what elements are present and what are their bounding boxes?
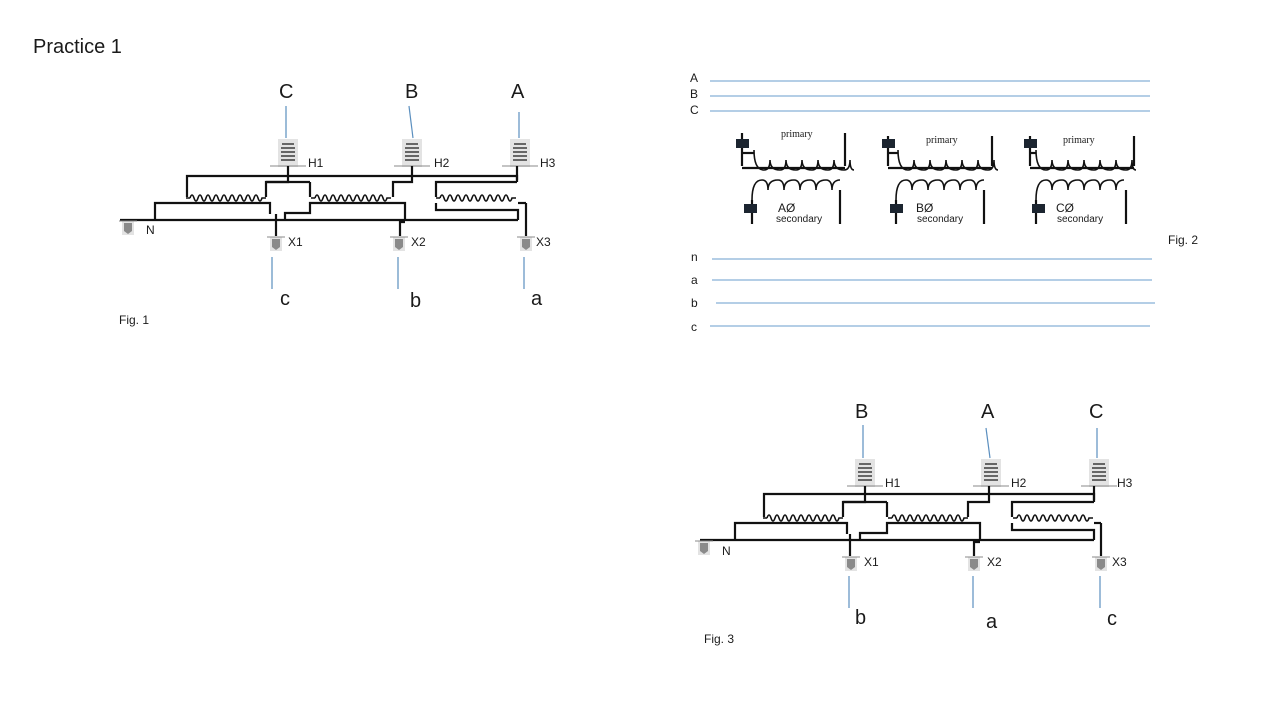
fig2-phase-label-b: BØ <box>916 201 933 215</box>
fig1-h1-label: H1 <box>308 156 324 170</box>
fig1-line-label-3: A <box>511 81 525 103</box>
fig2-bus-label-a: A <box>690 71 698 85</box>
fig3-line-label-2: A <box>981 401 995 423</box>
fig3-h3-bushing-icon <box>1080 458 1118 488</box>
fig2-secondary-label-b: secondary <box>917 214 963 225</box>
fig1-h2-bushing-icon <box>393 138 431 168</box>
fig1-x3-label: X3 <box>536 235 551 249</box>
fig3-h2-label: H2 <box>1011 476 1027 490</box>
fig1-x2-label: X2 <box>411 235 426 249</box>
fig1-line-label-2: B <box>405 81 418 103</box>
fig1-h3-label: H3 <box>540 156 556 170</box>
fig3-x1-bushing-icon <box>841 556 861 572</box>
fig3-h1-bushing-icon <box>846 458 884 488</box>
fig1-x1-bushing-icon <box>266 236 286 252</box>
fig3-neutral-label: N <box>722 544 731 558</box>
fig2-secondary-label-a: secondary <box>776 214 822 225</box>
fig3-x3-bushing-icon <box>1091 556 1111 572</box>
fig3-sec-line-label-1: b <box>855 607 866 629</box>
fig2-transformer-a: primary AØ secondary <box>736 129 855 225</box>
fig3-line-label-1: B <box>855 401 868 423</box>
fig3-x2-label: X2 <box>987 555 1002 569</box>
fig2-secondary-label-c: secondary <box>1057 214 1103 225</box>
fig2-bus-label-sa: a <box>691 273 698 287</box>
fig2-phase-label-a: AØ <box>778 201 795 215</box>
fig2-bus-label-n: n <box>691 250 698 264</box>
fig2-diagram: A B C primary AØ secondary primary <box>690 71 1198 334</box>
fig3-h2-bushing-icon <box>972 458 1010 488</box>
fig1-sec-line-label-1: c <box>280 288 290 310</box>
fig3-line-label-3: C <box>1089 401 1103 423</box>
fig1-h1-bushing-icon <box>269 138 307 168</box>
fig2-phase-label-c: CØ <box>1056 201 1074 215</box>
fig1-neutral-bushing-icon <box>118 220 138 236</box>
fig1-h2-label: H2 <box>434 156 450 170</box>
fig1-neutral-label: N <box>146 223 155 237</box>
fig1-x1-label: X1 <box>288 235 303 249</box>
fig3-caption: Fig. 3 <box>704 632 734 646</box>
fig3-x1-label: X1 <box>864 555 879 569</box>
fig1-sec-line-label-2: b <box>410 290 421 312</box>
fig3-diagram: B A C H1 H2 H3 N <box>694 401 1133 646</box>
fig2-caption: Fig. 2 <box>1168 233 1198 247</box>
fig2-primary-label-b: primary <box>926 135 958 146</box>
fig3-h1-label: H1 <box>885 476 901 490</box>
slide-title: Practice 1 <box>33 36 122 58</box>
fig2-primary-label-c: primary <box>1063 135 1095 146</box>
fig3-h3-label: H3 <box>1117 476 1133 490</box>
fig3-neutral-bushing-icon <box>694 540 714 556</box>
fig3-x3-label: X3 <box>1112 555 1127 569</box>
fig3-sec-line-label-3: c <box>1107 608 1117 630</box>
fig3-sec-line-label-2: a <box>986 611 998 633</box>
fig1-x2-bushing-icon <box>389 236 409 252</box>
fig1-x3-bushing-icon <box>516 236 536 252</box>
fig2-primary-label-a: primary <box>781 129 813 140</box>
fig1-sec-line-label-3: a <box>531 288 543 310</box>
fig2-bus-label-sc: c <box>691 320 697 334</box>
fig2-bus-label-b: B <box>690 87 698 101</box>
fig1-line-label-1: C <box>279 81 293 103</box>
fig2-transformer-c: primary CØ secondary <box>1024 135 1137 225</box>
fig1-caption: Fig. 1 <box>119 313 149 327</box>
fig3-x2-bushing-icon <box>964 556 984 572</box>
fig2-transformer-b: primary BØ secondary <box>882 135 999 225</box>
fig2-bus-label-sb: b <box>691 296 698 310</box>
fig1-diagram: C B A H1 H2 H3 N <box>118 81 556 327</box>
fig1-h3-bushing-icon <box>501 138 539 168</box>
fig2-bus-label-c: C <box>690 103 699 117</box>
